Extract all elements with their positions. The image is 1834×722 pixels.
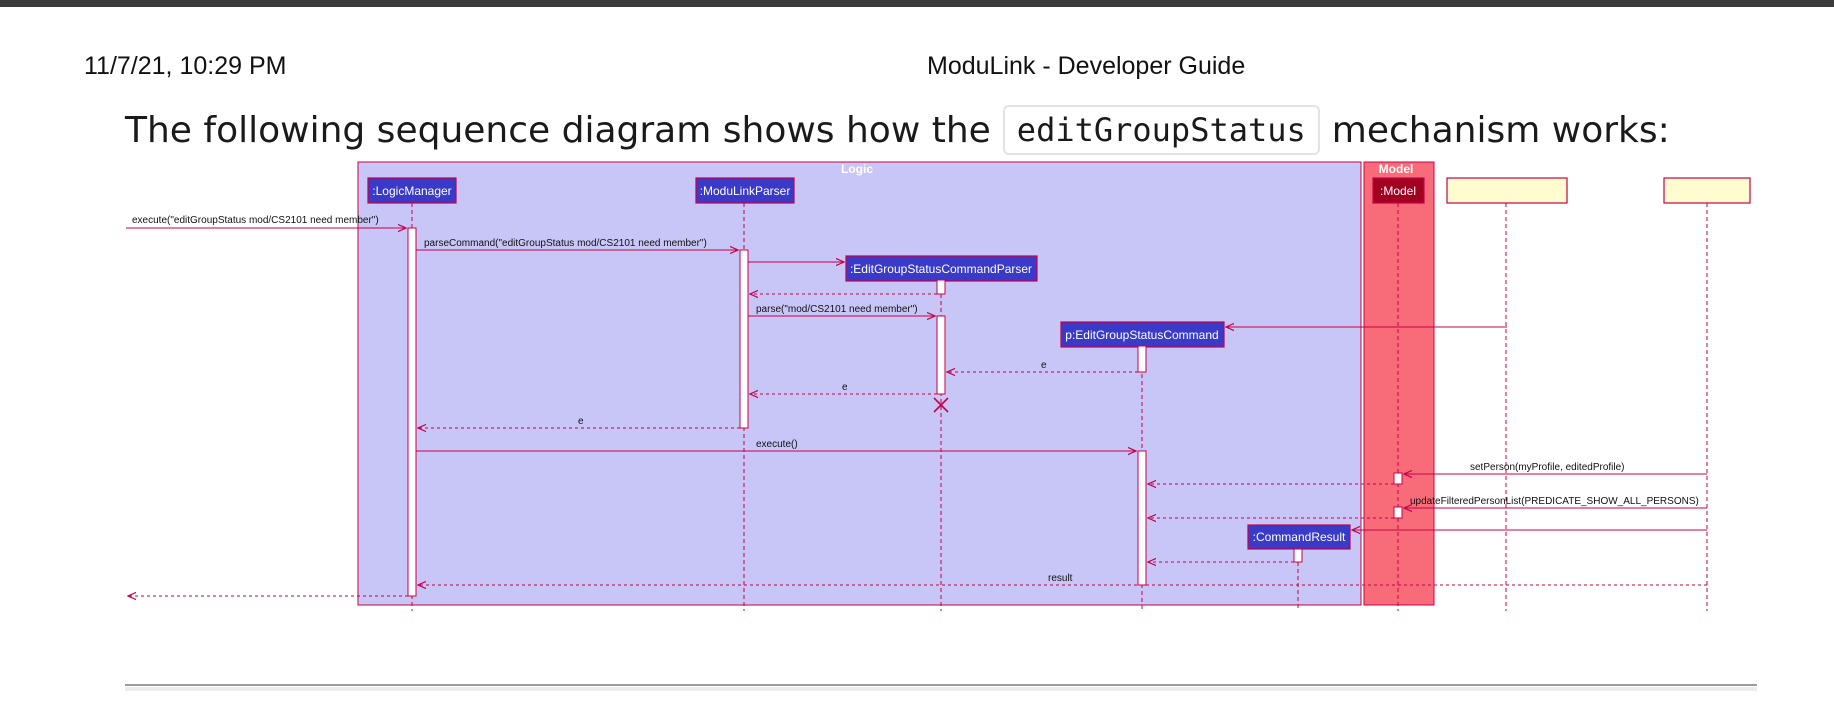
activation-command-execute xyxy=(1137,450,1147,586)
destroy-icon xyxy=(933,397,949,413)
activation-parser-parse xyxy=(936,315,946,395)
message-result-label: result xyxy=(1048,573,1073,584)
activation-model-update xyxy=(1393,506,1403,519)
document-title: ModuLink - Developer Guide xyxy=(927,52,1246,80)
message-execute-label: execute("editGroupStatus mod/CS2101 need… xyxy=(132,215,379,226)
participant-command-result-label: :CommandResult xyxy=(1253,530,1346,544)
message-execute-command-label: execute() xyxy=(756,439,798,450)
message-parse-label: parse("mod/CS2101 need member") xyxy=(756,304,918,315)
participant-edit-group-status-command-label: p:EditGroupStatusCommand xyxy=(1065,328,1218,342)
activation-parser-create xyxy=(936,279,946,295)
activation-logic-manager xyxy=(407,227,417,597)
participant-logic-manager-label: :LogicManager xyxy=(372,184,451,198)
activation-bars xyxy=(407,227,1403,597)
message-return-e-1-label: e xyxy=(1041,360,1047,371)
bottom-divider xyxy=(125,684,1757,686)
top-bar xyxy=(0,0,1834,7)
intro-text-after: mechanism works: xyxy=(1331,109,1670,151)
message-set-person-label: setPerson(myProfile, editedProfile) xyxy=(1470,462,1625,473)
inline-code-command: editGroupStatus xyxy=(1002,105,1320,155)
logic-frame xyxy=(357,161,1362,606)
activation-command-result xyxy=(1293,548,1303,563)
intro-text-before: The following sequence diagram shows how… xyxy=(125,109,991,151)
message-return-e-2-label: e xyxy=(842,382,848,393)
bottom-divider-shadow xyxy=(125,687,1757,691)
participant-model-label: :Model xyxy=(1380,184,1416,198)
message-arrows xyxy=(126,228,1707,596)
participant-edit-group-status-command-parser-label: :EditGroupStatusCommandParser xyxy=(850,262,1032,276)
participant-modulink-parser-label: :ModuLinkParser xyxy=(700,184,791,198)
activation-model-set-person xyxy=(1393,472,1403,485)
participant-3 xyxy=(1446,177,1568,204)
logic-frame-label: Logic xyxy=(841,162,873,176)
model-frame xyxy=(1363,161,1435,606)
participant-4 xyxy=(1663,177,1751,204)
print-timestamp: 11/7/21, 10:29 PM xyxy=(84,52,287,80)
participant-modulink-parser xyxy=(695,177,795,204)
message-labels: execute("editGroupStatus mod/CS2101 need… xyxy=(132,215,1699,584)
participant-edit-group-status-command xyxy=(1060,321,1225,348)
activation-command-create xyxy=(1137,345,1147,373)
model-frame-label: Model xyxy=(1379,162,1414,176)
message-return-e-3-label: e xyxy=(578,416,584,427)
message-parse-command-label: parseCommand("editGroupStatus mod/CS2101… xyxy=(424,238,707,249)
message-update-filtered-label: updateFilteredPersonList(PREDICATE_SHOW_… xyxy=(1410,496,1699,507)
participant-model xyxy=(1372,177,1425,204)
participant-logic-manager xyxy=(367,177,457,204)
intro-paragraph: The following sequence diagram shows how… xyxy=(125,104,1670,156)
activation-modulink-parser xyxy=(739,249,749,429)
